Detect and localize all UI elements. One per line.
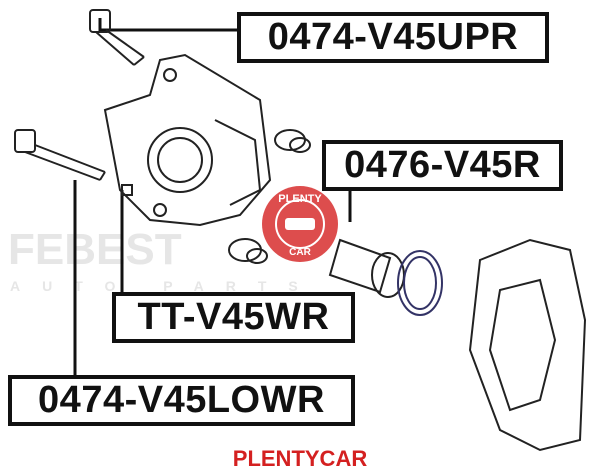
- stamp-top-text: PLENTY: [278, 193, 322, 205]
- boots: [228, 129, 311, 264]
- label-boot: TT-V45WR: [112, 292, 355, 343]
- label-upper-bolt: 0474-V45UPR: [237, 12, 549, 63]
- lower-bolt: [14, 129, 106, 181]
- upper-bolt: [89, 9, 145, 66]
- watermark-brand: FEBEST: [8, 225, 182, 274]
- stamp-bottom-text: CAR: [289, 247, 311, 258]
- label-lower-bolt: 0474-V45LOWR: [8, 375, 355, 426]
- label-piston-kit: 0476-V45R: [322, 140, 563, 191]
- footer-brand: PLENTYCAR: [232, 446, 368, 471]
- caliper-body: [103, 53, 272, 227]
- plentycar-stamp-logo: PLENTY CAR: [262, 186, 338, 262]
- watermark-sub: AUTO PARTS: [10, 278, 320, 294]
- piston: [328, 238, 443, 316]
- leader-lines: [73, 18, 352, 375]
- caliper-bracket: [468, 238, 587, 452]
- small-clip: [121, 184, 133, 196]
